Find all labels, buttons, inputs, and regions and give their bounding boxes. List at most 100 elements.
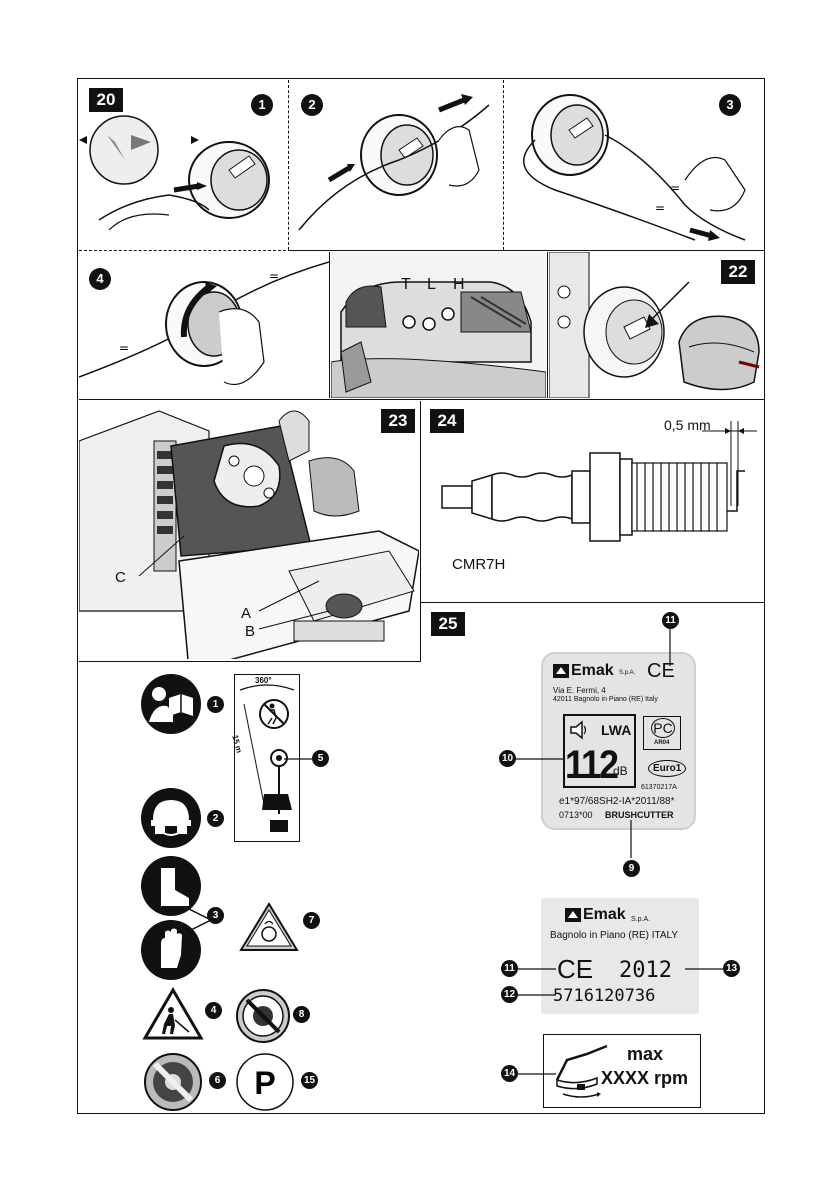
divider — [329, 252, 330, 398]
symbol-number-4: 4 — [205, 1002, 222, 1019]
divider — [420, 401, 421, 661]
hot-surface-warning-icon — [239, 902, 299, 951]
gost-cert-box — [643, 716, 681, 750]
callout-line — [518, 994, 556, 996]
spark-plug-cover-illustration — [79, 410, 419, 659]
safety-boots-icon — [141, 856, 201, 916]
spool-illustration-3: = = — [523, 94, 746, 241]
label-l: L — [427, 276, 436, 293]
parking-position-icon: P — [236, 1053, 294, 1111]
spark-plug-type: CMR7H — [452, 556, 506, 573]
step-badge-1: 1 — [251, 94, 273, 116]
helmet-icon — [141, 788, 201, 848]
callout-line — [630, 820, 632, 858]
prohibited-blade-icon — [236, 989, 290, 1043]
plate1-ce-mark: CE — [647, 660, 675, 682]
figure-number-23: 23 — [381, 409, 415, 433]
figure-number-20: 20 — [89, 88, 123, 112]
spool-illustration-2 — [298, 94, 490, 231]
callout-10: 10 — [499, 750, 516, 767]
callout-12: 12 — [501, 986, 518, 1003]
plate1-type: BRUSHCUTTER — [605, 810, 674, 820]
figure-number-25: 25 — [431, 612, 465, 636]
spool-illustration-1 — [79, 115, 270, 231]
svg-text:=: = — [119, 341, 129, 355]
plate1-approval-1: e1*97/68SH2-IA*2011/88* — [559, 796, 675, 807]
label-c: C — [115, 569, 126, 586]
emak-logo-icon — [565, 908, 581, 922]
spool-illustration-4: = = — [79, 261, 329, 386]
figure-20-step3: 3 = = — [505, 80, 763, 250]
figure-number-22: 22 — [721, 260, 755, 284]
plate2-serial: 5716120736 — [553, 986, 656, 1006]
callout-11: 11 — [662, 612, 679, 629]
prohibited-saw-blade-icon — [144, 1053, 202, 1111]
callout-line — [516, 758, 564, 760]
label-b: B — [245, 623, 256, 640]
callout-9: 9 — [623, 860, 640, 877]
symbol-number-15: 15 — [301, 1072, 318, 1089]
lwa-unit: dB — [613, 764, 628, 778]
callout-line — [669, 628, 671, 666]
carburetor-illustration — [331, 252, 546, 398]
gap-label: 0,5 mm — [664, 417, 711, 433]
angle-label: 360° — [255, 676, 272, 685]
figure-number-24: 24 — [430, 409, 464, 433]
figure-20-step2: 2 — [289, 80, 503, 250]
cert-code: AR04 — [654, 740, 670, 746]
figure-24: 24 0,5 mm CMR7H — [422, 401, 763, 601]
symbol-number-1: 1 — [207, 696, 224, 713]
rating-plate — [541, 652, 696, 830]
divider — [503, 80, 504, 250]
callout-line — [518, 968, 556, 970]
gost-mark: PC — [651, 718, 675, 738]
figure-21: 21 T L H — [331, 252, 546, 398]
divider — [79, 399, 764, 400]
symbol-number-6: 6 — [209, 1072, 226, 1089]
plate1-address-2: 42011 Bagnolo in Piano (RE) Italy — [553, 696, 658, 703]
noise-box — [563, 714, 636, 788]
speaker-icon — [570, 720, 587, 740]
symbol-number-2: 2 — [207, 810, 224, 827]
page-frame — [77, 78, 765, 1114]
callout-line — [685, 968, 723, 970]
step-badge-4: 4 — [89, 268, 111, 290]
symbol-number-7: 7 — [303, 912, 320, 929]
thrown-objects-warning-icon — [142, 987, 204, 1040]
plate2-address: Bagnolo in Piano (RE) ITALY — [550, 930, 679, 941]
spark-plug-illustration — [441, 421, 757, 542]
plate1-code: 61370217A — [641, 784, 677, 791]
step-badge-2: 2 — [301, 94, 323, 116]
callout-14: 14 — [501, 1065, 518, 1082]
figure-20-step4: 4 = = — [79, 252, 329, 398]
divider — [79, 250, 291, 251]
plate1-brand: Emak — [571, 662, 614, 679]
plate1-brand-suffix: S.p.A. — [619, 670, 636, 676]
air-filter-illustration — [549, 252, 760, 398]
callout-line — [284, 758, 312, 760]
symbol-number-5: 5 — [312, 750, 329, 767]
plate1-approval-2: 0713*00 — [559, 810, 593, 820]
safety-distance-illustration — [239, 684, 295, 832]
emak-logo-icon — [553, 664, 569, 678]
label-a: A — [241, 605, 252, 622]
divider — [288, 80, 289, 250]
symbol-number-3: 3 — [207, 907, 224, 924]
svg-text:P: P — [254, 1065, 275, 1101]
figure-20-step1: 20 1 — [79, 80, 287, 250]
svg-text:=: = — [670, 181, 680, 195]
read-manual-icon — [141, 674, 201, 734]
label-h: H — [453, 276, 465, 293]
divider — [79, 661, 421, 662]
figure-23: 23 C A B — [79, 401, 419, 659]
divider — [291, 250, 764, 251]
plate1-address-1: Via E. Fermi, 4 — [553, 686, 606, 695]
figure-25: 25 1 2 3 4 — [79, 604, 763, 1112]
safety-gloves-icon — [141, 920, 201, 980]
label-t: T — [401, 276, 411, 293]
euro-class: Euro1 — [648, 760, 687, 777]
callout-11: 11 — [501, 960, 518, 977]
step-badge-3: 3 — [719, 94, 741, 116]
callout-13: 13 — [723, 960, 740, 977]
divider — [547, 252, 548, 398]
